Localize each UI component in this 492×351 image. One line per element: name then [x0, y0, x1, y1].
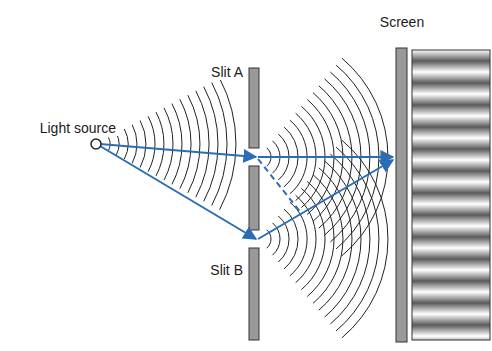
barrier-middle: [249, 166, 259, 230]
rays: [100, 144, 393, 239]
wavefront-arc: [220, 78, 236, 209]
wavefront-arc: [156, 112, 164, 176]
wavefront-arc: [336, 147, 379, 331]
barrier-bottom: [249, 248, 259, 340]
wavefront-arc: [313, 175, 343, 304]
wavefront-arc: [330, 154, 370, 324]
wavefront-arc: [212, 83, 227, 206]
wavefront-arc: [342, 140, 388, 338]
slit-label: Slit A: [209, 64, 245, 80]
wavefront-arc: [301, 188, 325, 289]
wavefront-arc: [290, 202, 307, 276]
wavefront-arc: [164, 108, 173, 180]
barrier-top: [249, 68, 259, 148]
wavefront-arc: [148, 116, 155, 171]
screen-bar: [396, 48, 407, 342]
wavefront-arc: [284, 209, 298, 269]
wavefront-arc: [172, 104, 182, 185]
wavefront-arc: [124, 129, 128, 159]
wavefront-arc: [116, 133, 119, 155]
wavefront-arc: [140, 121, 146, 168]
wavefront-arc: [180, 99, 191, 188]
wavefront-arc: [307, 182, 334, 297]
wavefront-arc: [204, 87, 218, 202]
source-label: Light source: [38, 120, 118, 136]
wavefront-arc: [319, 168, 352, 310]
interference-fringes: [412, 50, 490, 340]
screen-label: Screen: [378, 14, 426, 30]
wavefronts: [108, 58, 388, 338]
wavefront-arc: [132, 125, 137, 163]
light-source: [91, 139, 101, 149]
wavefront-arc: [188, 95, 200, 193]
slit-label: Slit B: [208, 262, 245, 278]
wavefront-arc: [196, 91, 209, 197]
